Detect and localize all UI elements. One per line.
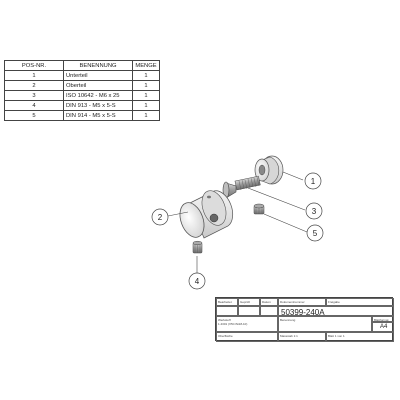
part-countersunk-screw: [222, 175, 261, 199]
tb-werkstoff-label: Werkstoff: [218, 317, 231, 322]
tb-freigabe-label: Freigabe: [326, 298, 394, 306]
qty-cell: 1: [132, 110, 160, 121]
svg-text:1: 1: [311, 177, 316, 186]
tb-massstab-label: Massstab 1:1: [278, 332, 326, 342]
svg-text:5: 5: [313, 229, 318, 238]
part-set-screw-din914: [253, 203, 265, 215]
tb-bearbeitet-value: [216, 306, 238, 316]
balloon-3: 3: [305, 202, 323, 220]
leader-lines: [167, 171, 308, 273]
part-unterteil: [254, 155, 284, 185]
tb-bearbeitet-label: Bearbeitet: [216, 298, 238, 306]
title-block: Bearbeitet Geprüft Datum Werkstoff 1.430…: [215, 297, 394, 342]
balloon-4: 4: [188, 272, 206, 290]
part-oberteil: [179, 190, 234, 239]
tb-dokumentnummer-label: Dokumentnummer: [278, 298, 326, 306]
balloon-1: 1: [304, 172, 322, 190]
part-set-screw-din913: [192, 240, 203, 254]
svg-text:4: 4: [195, 277, 200, 286]
document-number: 50399-240A: [281, 307, 325, 316]
tb-werkstoff-cell: Werkstoff 1.4301 (X5CrNi18-10): [216, 316, 278, 332]
tb-geprueft-label: Geprüft: [238, 298, 260, 306]
table-row: 5 DIN 914 - M5 x 5-S 1: [4, 110, 160, 121]
tb-format-cell: A4: [372, 322, 394, 332]
svg-text:3: 3: [312, 207, 317, 216]
parts-list-table: POS-NR. BENENNUNG MENGE 1 Unterteil 1 2 …: [4, 60, 160, 121]
balloon-2: 2: [151, 208, 169, 226]
sheet-format: A4: [380, 324, 388, 330]
tb-datum-value: [260, 306, 278, 316]
tb-blatt-label: Blatt 1 von 1: [326, 332, 394, 342]
tb-oberflaeche-label: Oberfläche: [216, 332, 278, 342]
tb-werkstoff-value: 1.4301 (X5CrNi18-10): [218, 321, 248, 326]
tb-geprueft-value: [238, 306, 260, 316]
tb-document-number-cell: 50399-240A: [278, 306, 394, 316]
balloon-5: 5: [306, 224, 324, 242]
svg-text:2: 2: [158, 213, 163, 222]
tb-benennung-label: Benennung: [278, 316, 372, 332]
tb-datum-label: Datum: [260, 298, 278, 306]
tb-blattformat-label: Blattformat: [372, 316, 394, 322]
